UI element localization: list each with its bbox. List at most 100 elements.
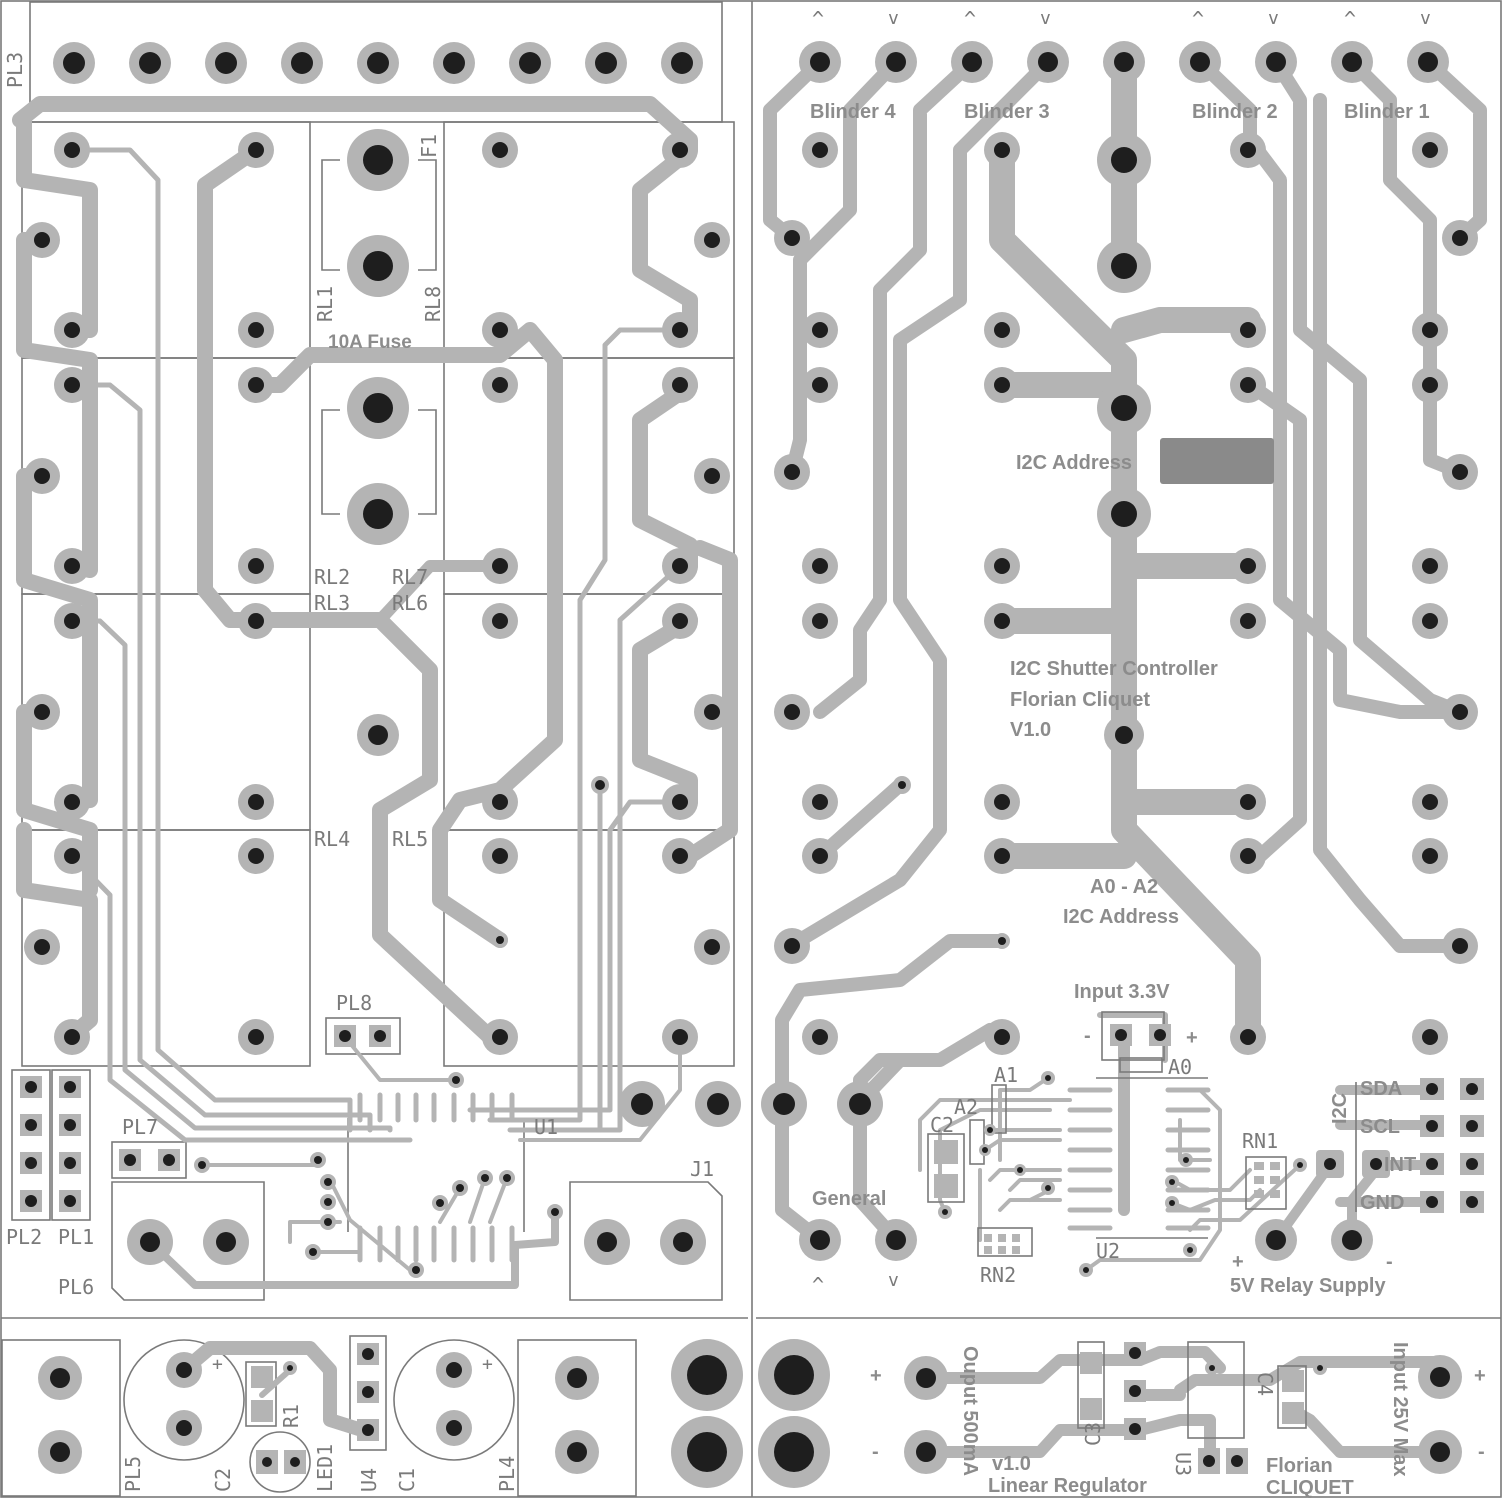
ref-a1: A1: [994, 1063, 1018, 1087]
fuse-pads: [347, 129, 741, 1127]
ref-rl4: RL4: [314, 827, 350, 851]
controller-board: ^ v ^ v ^ v ^ v Blinder 4 Blinder 3 Blin…: [758, 7, 1487, 1499]
arrow-down-4: v: [1420, 8, 1431, 29]
output-plus: +: [870, 1365, 882, 1387]
ref-c3: C3: [1081, 1422, 1105, 1446]
ref-rl6: RL6: [392, 591, 428, 615]
general-terminal-pads: [761, 1081, 1373, 1261]
input-minus: -: [1478, 1441, 1485, 1463]
title-line-1: I2C Shutter Controller: [1010, 658, 1218, 680]
arrow-up-general: ^: [812, 1273, 824, 1297]
terminal-pads: [127, 1219, 706, 1265]
input-plus: +: [1474, 1365, 1486, 1387]
ref-pl5: PL5: [121, 1456, 145, 1492]
input-3v3-plus: +: [1186, 1027, 1198, 1049]
author-last: CLIQUET: [1266, 1477, 1354, 1499]
regulator-name: Linear Regulator: [988, 1475, 1147, 1497]
input-3v3-minus: -: [1084, 1025, 1091, 1047]
blinder2-label: Blinder 2: [1192, 101, 1278, 123]
power-left-pads: [38, 1339, 743, 1488]
ref-rn1: RN1: [1242, 1129, 1278, 1153]
ref-pl7: PL7: [122, 1115, 158, 1139]
input-3v3-label: Input 3.3V: [1074, 981, 1170, 1003]
output-500ma-label: Ouput 500mA: [959, 1346, 981, 1476]
arrow-down-1: v: [888, 8, 899, 29]
sda-label: SDA: [1360, 1078, 1402, 1100]
title-line-2: Florian Cliquet: [1010, 689, 1150, 711]
a0-a2-sub-label: I2C Address: [1063, 906, 1179, 928]
ref-rl7: RL7: [392, 565, 428, 589]
relay-pads: [24, 132, 730, 1055]
i2c-address-jumper-block: [1160, 438, 1274, 484]
ref-u1: U1: [534, 1115, 558, 1139]
ref-u4: U4: [357, 1468, 381, 1492]
arrow-down-3: v: [1268, 8, 1279, 29]
arrow-up-4: ^: [1344, 7, 1356, 31]
i2c-address-label: I2C Address: [1016, 452, 1132, 474]
relay-silk-text: PL3 F1 RL1 RL8 10A Fuse RL2 RL7 RL3 RL6 …: [3, 52, 714, 1492]
title-line-3: V1.0: [1010, 719, 1051, 741]
arrow-down-general: v: [888, 1270, 899, 1291]
ref-pl4: PL4: [495, 1456, 519, 1492]
ref-pl6: PL6: [58, 1275, 94, 1299]
gnd-label: GND: [1360, 1192, 1404, 1214]
blinder3-label: Blinder 3: [964, 101, 1050, 123]
ref-rl5: RL5: [392, 827, 428, 851]
blinder-header-pads: [799, 41, 1449, 83]
ref-u2: U2: [1096, 1239, 1120, 1263]
ref-pl2: PL2: [6, 1225, 42, 1249]
arrow-up-2: ^: [964, 7, 976, 31]
input-25v-label: Input 25V Max: [1389, 1342, 1411, 1476]
ref-a2: A2: [954, 1095, 978, 1119]
relay-supply-minus: -: [1386, 1251, 1393, 1273]
controller-text: ^ v ^ v ^ v ^ v Blinder 4 Blinder 3 Blin…: [810, 7, 1486, 1499]
ref-pl3: PL3: [3, 52, 27, 88]
ref-c2-controller: C2: [930, 1113, 954, 1137]
relay-vias: [194, 776, 609, 1278]
ref-c1: C1: [395, 1468, 419, 1492]
center-power-pads: [893, 133, 1151, 949]
int-label: INT: [1384, 1154, 1416, 1176]
ref-j1: J1: [690, 1157, 714, 1181]
ref-u3: U3: [1171, 1452, 1195, 1476]
ref-rl8: RL8: [421, 286, 445, 322]
author-first: Florian: [1266, 1455, 1333, 1477]
output-minus: -: [872, 1441, 879, 1463]
scl-label: SCL: [1360, 1116, 1400, 1138]
polarity-c1: +: [482, 1354, 493, 1375]
controller-relay-pads: [774, 132, 1478, 1055]
a0-a2-label: A0 - A2: [1090, 876, 1158, 898]
ref-rl2: RL2: [314, 565, 350, 589]
polarity-c2: +: [212, 1354, 223, 1375]
ref-f1: F1: [417, 134, 441, 158]
ref-c4: C4: [1253, 1372, 1277, 1396]
regulator-pads: [758, 1339, 1462, 1488]
arrow-up-1: ^: [812, 7, 824, 31]
ref-pl1: PL1: [58, 1225, 94, 1249]
ref-rn2: RN2: [980, 1263, 1016, 1287]
i2c-label: I2C: [1329, 1093, 1351, 1124]
u2-area: [927, 1011, 1390, 1277]
small-headers: [20, 1025, 391, 1212]
relay-board: PL3 F1 RL1 RL8 10A Fuse RL2 RL7 RL3 RL6 …: [1, 1, 743, 1497]
ref-led1: LED1: [313, 1444, 337, 1492]
general-label: General: [812, 1188, 886, 1210]
arrow-up-3: ^: [1192, 7, 1204, 31]
relay-supply-plus: +: [1232, 1251, 1244, 1273]
ref-rl1: RL1: [313, 286, 337, 322]
arrow-down-2: v: [1040, 8, 1051, 29]
controller-traces: [763, 49, 1487, 1466]
ref-r1: R1: [279, 1404, 303, 1428]
pl3-header: [53, 42, 703, 84]
relay-supply-label: 5V Relay Supply: [1230, 1275, 1386, 1297]
ref-rl3: RL3: [314, 591, 350, 615]
blinder1-label: Blinder 1: [1344, 101, 1430, 123]
i2c-header-pads: [1355, 1078, 1484, 1213]
ref-a0: A0: [1168, 1055, 1192, 1079]
blinder4-label: Blinder 4: [810, 101, 896, 123]
regulator-version: v1.0: [992, 1453, 1031, 1475]
ref-pl8: PL8: [336, 991, 372, 1015]
ref-c2: C2: [211, 1468, 235, 1492]
